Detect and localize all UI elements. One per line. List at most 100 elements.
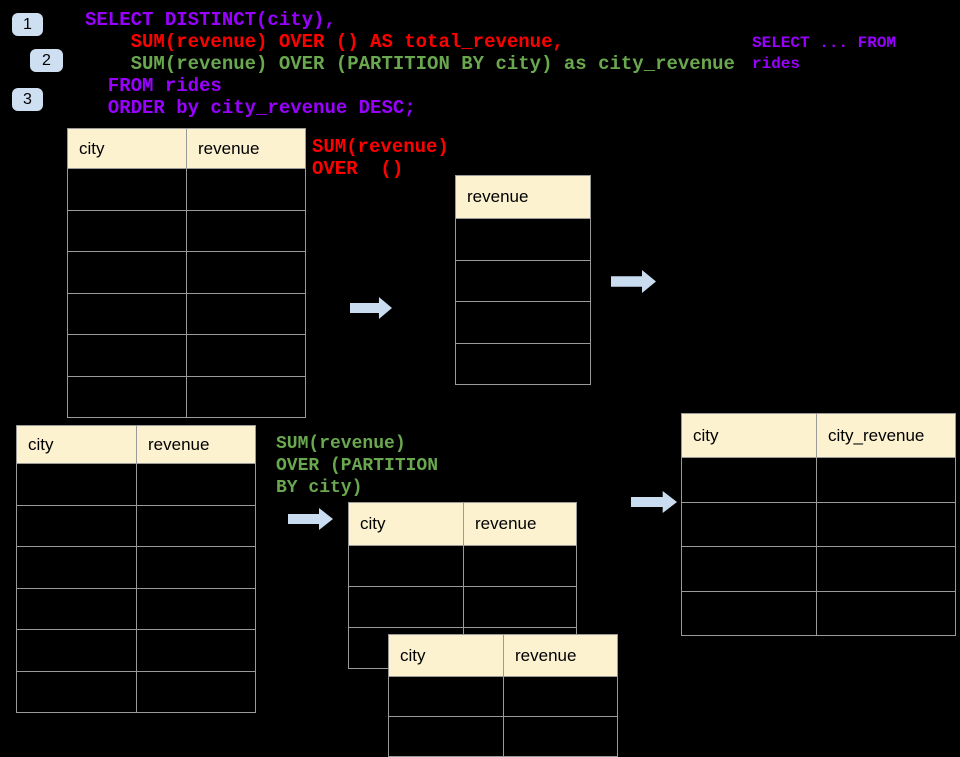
table-row	[17, 547, 256, 589]
empty-cell	[456, 343, 591, 385]
table-row	[389, 717, 618, 757]
empty-cell	[68, 335, 187, 377]
empty-cell	[187, 376, 306, 418]
empty-cell	[456, 302, 591, 344]
column-header: revenue	[137, 426, 256, 464]
table-row	[349, 587, 577, 628]
table-row	[682, 547, 956, 592]
empty-cell	[682, 547, 817, 592]
flow-arrow-2	[611, 270, 656, 293]
empty-cell	[137, 547, 256, 589]
table-total-revenue: revenue	[455, 175, 591, 385]
empty-cell	[187, 293, 306, 335]
table-row	[456, 219, 591, 261]
table-row	[682, 591, 956, 636]
empty-cell	[17, 464, 137, 506]
empty-cell	[68, 252, 187, 294]
empty-cell	[68, 376, 187, 418]
table-row	[456, 260, 591, 302]
empty-cell	[682, 591, 817, 636]
empty-cell	[187, 169, 306, 211]
table-row	[17, 588, 256, 630]
flow-arrow-1	[350, 297, 392, 319]
empty-cell	[137, 671, 256, 713]
table-row	[456, 343, 591, 385]
empty-cell	[389, 717, 504, 757]
empty-cell	[187, 335, 306, 377]
code-line: SELECT DISTINCT(city),	[85, 9, 336, 31]
table-row	[17, 671, 256, 713]
table-row	[68, 169, 306, 211]
code-line: FROM rides	[85, 75, 222, 97]
table-row	[682, 458, 956, 503]
column-header: city_revenue	[817, 414, 956, 458]
empty-cell	[389, 677, 504, 717]
empty-cell	[137, 505, 256, 547]
empty-cell	[187, 210, 306, 252]
table-row	[68, 376, 306, 418]
column-header: city	[389, 635, 504, 677]
annotation-from-rides: SELECT ... FROM rides	[752, 34, 897, 73]
empty-cell	[137, 464, 256, 506]
table-row	[17, 630, 256, 672]
empty-cell	[17, 588, 137, 630]
code-line: SUM(revenue) OVER (PARTITION BY city) as…	[85, 53, 735, 75]
empty-cell	[68, 293, 187, 335]
empty-cell	[17, 671, 137, 713]
empty-cell	[464, 546, 577, 587]
column-header: revenue	[187, 129, 306, 169]
empty-cell	[817, 458, 956, 503]
empty-cell	[817, 502, 956, 547]
table-row	[68, 335, 306, 377]
empty-cell	[137, 588, 256, 630]
empty-cell	[68, 169, 187, 211]
empty-cell	[682, 458, 817, 503]
column-header: revenue	[456, 176, 591, 219]
annotation-window-total: SUM(revenue) OVER ()	[312, 136, 449, 180]
empty-cell	[17, 505, 137, 547]
table-row	[682, 502, 956, 547]
empty-cell	[68, 210, 187, 252]
code-line: ORDER by city_revenue DESC;	[85, 97, 416, 119]
empty-cell	[464, 587, 577, 628]
table-row	[68, 293, 306, 335]
empty-cell	[17, 547, 137, 589]
step-badge-1: 1	[12, 13, 43, 36]
table-row	[68, 210, 306, 252]
empty-cell	[187, 252, 306, 294]
empty-cell	[504, 717, 618, 757]
column-header: city	[682, 414, 817, 458]
empty-cell	[817, 591, 956, 636]
column-header: city	[349, 503, 464, 546]
empty-cell	[137, 630, 256, 672]
table-row	[389, 677, 618, 717]
empty-cell	[682, 502, 817, 547]
annotation-window-partition: SUM(revenue) OVER (PARTITION BY city)	[276, 434, 439, 498]
step-badge-3: 3	[12, 88, 43, 111]
empty-cell	[817, 547, 956, 592]
flow-arrow-3	[288, 508, 333, 530]
table-row	[456, 302, 591, 344]
column-header: city	[68, 129, 187, 169]
step-badge-2: 2	[30, 49, 63, 72]
empty-cell	[504, 677, 618, 717]
table-row	[17, 464, 256, 506]
column-header: city	[17, 426, 137, 464]
sql-code-block: SELECT DISTINCT(city), SUM(revenue) OVER…	[85, 9, 735, 119]
code-line: SUM(revenue) OVER () AS total_revenue,	[85, 31, 564, 53]
empty-cell	[17, 630, 137, 672]
empty-cell	[349, 546, 464, 587]
empty-cell	[456, 260, 591, 302]
column-header: revenue	[504, 635, 618, 677]
table-row	[17, 505, 256, 547]
empty-cell	[349, 587, 464, 628]
column-header: revenue	[464, 503, 577, 546]
empty-cell	[456, 219, 591, 261]
flow-arrow-4	[631, 491, 677, 513]
table-row	[349, 546, 577, 587]
table-row	[68, 252, 306, 294]
